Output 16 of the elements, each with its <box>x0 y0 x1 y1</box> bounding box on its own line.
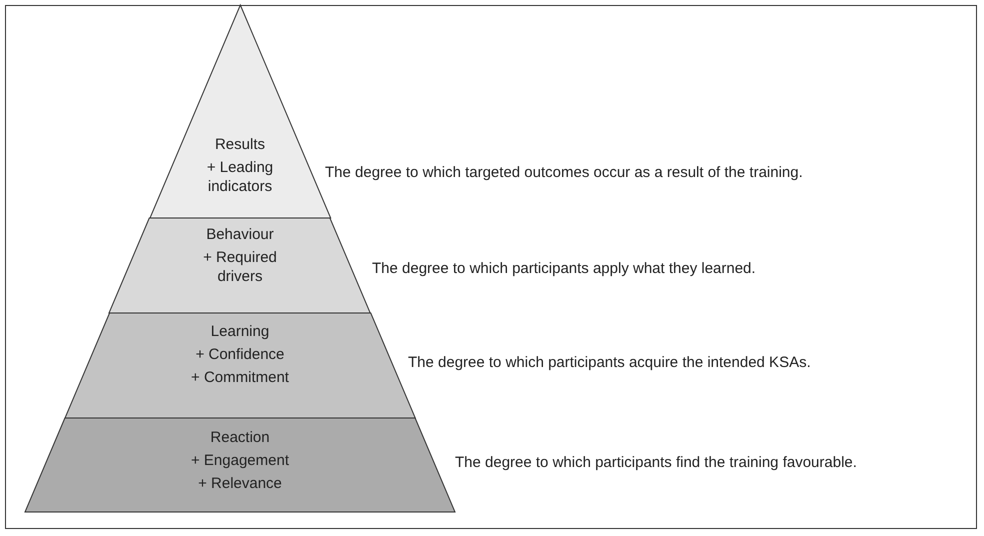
tier-heading: Reaction <box>210 428 270 447</box>
tier-item: + Confidence <box>196 345 284 364</box>
description-text: The degree to which targeted outcomes occur as a result of the training. <box>325 163 803 182</box>
tier-heading: Results <box>214 135 265 154</box>
tier-item: + Required drivers <box>202 248 278 286</box>
tier-heading: Behaviour <box>206 225 274 244</box>
pyramid-tier <box>25 418 455 512</box>
pyramid-tier <box>109 218 371 313</box>
tier-item: + Relevance <box>198 474 282 493</box>
description-text: The degree to which participants find the training favourable. <box>455 453 857 472</box>
description-text: The degree to which participants apply what they learned. <box>372 259 756 278</box>
tier-item: + Leading indicators <box>206 158 274 196</box>
tier-heading: Learning <box>210 322 270 341</box>
description-text: The degree to which participants acquire the intended KSAs. <box>408 353 811 372</box>
tier-item: + Engagement <box>191 451 289 470</box>
tier-item: + Commitment <box>191 368 289 387</box>
